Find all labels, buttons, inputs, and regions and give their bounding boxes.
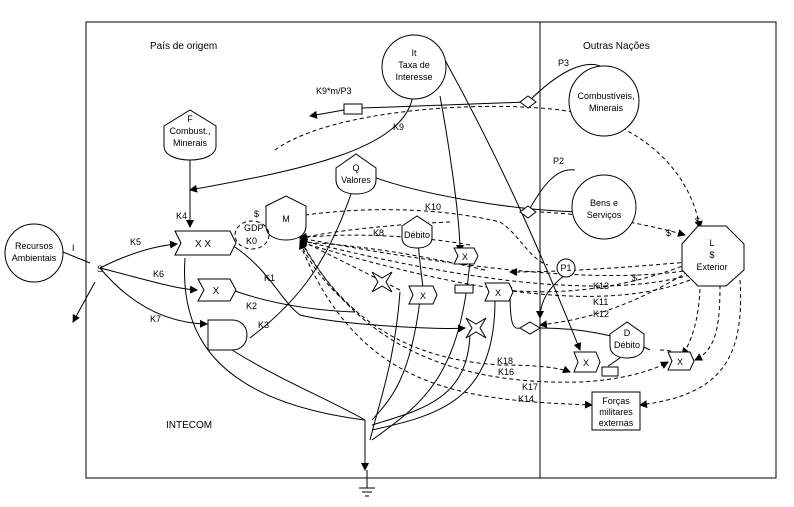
svg-text:Valores: Valores xyxy=(341,175,371,185)
svg-text:F: F xyxy=(187,114,193,124)
label-k11: K11 xyxy=(593,297,608,307)
interaction-x-b: X xyxy=(484,282,514,302)
price-junction-p1 xyxy=(519,321,541,335)
svg-text:X: X xyxy=(420,291,426,301)
label-k7: K7 xyxy=(150,314,161,324)
foreign-military-box: Forças militares externas xyxy=(591,391,641,431)
origin-country-label: País de origem xyxy=(150,41,217,52)
svg-text:M: M xyxy=(282,214,290,224)
fuel-minerals-storage-origin: F Combust., Minerais xyxy=(163,109,217,161)
label-gdp: GDP xyxy=(244,223,264,233)
svg-text:D: D xyxy=(624,328,631,338)
gdp-ellipse xyxy=(234,220,270,250)
fuel-minerals-foreign-source: Combustíveis, Minerais xyxy=(568,65,640,137)
energy-flows xyxy=(62,59,651,471)
svg-text:Minerais: Minerais xyxy=(589,103,624,113)
price-junction-p2 xyxy=(519,205,537,219)
label-k8: K8 xyxy=(373,228,384,238)
svg-text:Minerais: Minerais xyxy=(173,138,208,148)
label-k4: K4 xyxy=(176,211,187,221)
label-s: S xyxy=(97,264,103,274)
other-nations-label: Outras Nações xyxy=(583,41,650,52)
svg-text:X: X xyxy=(583,358,589,368)
label-k10: K10 xyxy=(425,202,441,212)
svg-text:Taxa de: Taxa de xyxy=(398,60,430,70)
label-i: I xyxy=(72,243,75,253)
svg-text:Interesse: Interesse xyxy=(395,72,432,82)
price-p1-source: P1 xyxy=(556,258,576,278)
label-k3: K3 xyxy=(258,320,269,330)
svg-text:X: X xyxy=(495,288,501,298)
svg-text:P1: P1 xyxy=(560,263,571,273)
svg-text:X: X xyxy=(462,252,468,262)
label-k1: K1 xyxy=(264,273,275,283)
label-k9: K9 xyxy=(393,122,404,132)
svg-text:Recursos: Recursos xyxy=(15,241,54,251)
svg-text:X: X xyxy=(677,357,683,367)
sensor-b xyxy=(601,366,619,377)
svg-text:X: X xyxy=(213,286,220,297)
label-dollar-l2: $ xyxy=(666,228,671,238)
label-k0: K0 xyxy=(246,236,257,246)
svg-text:Exterior: Exterior xyxy=(696,262,727,272)
svg-text:externas: externas xyxy=(599,418,634,428)
goods-services-source: Bens e Serviços xyxy=(571,174,637,240)
svg-text:It: It xyxy=(411,48,417,58)
label-k18: K18 xyxy=(497,356,513,366)
interaction-x-d: X xyxy=(573,351,601,373)
environmental-resources-source: Recursos Ambientais xyxy=(4,223,64,283)
svg-text:Combust.,: Combust., xyxy=(169,126,210,136)
svg-text:militares: militares xyxy=(599,407,633,417)
label-p3: P3 xyxy=(558,58,569,68)
label-k5: K5 xyxy=(130,237,141,247)
interest-rate-source: It Taxa de Interesse xyxy=(381,34,447,100)
label-k13: K13 xyxy=(593,281,609,291)
label-p2: P2 xyxy=(553,156,564,166)
interaction-x-c: X xyxy=(453,247,479,265)
debt-storage-origin: Débito xyxy=(401,215,433,249)
svg-text:L: L xyxy=(709,238,714,248)
svg-text:X X: X X xyxy=(195,239,211,250)
svg-text:Q: Q xyxy=(352,163,359,173)
label-k12: K12 xyxy=(593,309,609,319)
switch-star-a xyxy=(371,271,393,293)
label-k16: K16 xyxy=(498,367,514,377)
label-dollar-l1: $ xyxy=(695,216,700,226)
debt-storage-foreign: D Débito xyxy=(609,321,645,359)
label-k2: K2 xyxy=(246,301,257,311)
interaction-xx: X X xyxy=(174,230,237,256)
svg-text:Combustíveis,: Combustíveis, xyxy=(577,91,634,101)
sensor-k9 xyxy=(343,103,363,115)
interaction-x-a: X xyxy=(408,285,438,305)
intecom-label: INTECOM xyxy=(166,420,212,431)
system-boundary xyxy=(85,21,777,479)
label-k17: K17 xyxy=(522,382,538,392)
sensor-a xyxy=(454,284,474,294)
svg-text:Serviços: Serviços xyxy=(587,210,622,220)
interaction-x-e: X xyxy=(667,351,695,371)
price-junction-p3 xyxy=(519,95,537,109)
label-dollar-m: $ xyxy=(254,209,259,219)
heat-sink-ground-icon xyxy=(359,470,375,497)
label-k9p3: K9*m/P3 xyxy=(316,86,352,96)
svg-text:Bens e: Bens e xyxy=(590,198,618,208)
label-dollar-k13: $ xyxy=(632,273,637,283)
foreign-money-storage: L $ Exterior xyxy=(681,225,745,287)
production-gate-k7 xyxy=(207,319,248,351)
svg-text:Forças: Forças xyxy=(602,396,630,406)
label-k14: K14 xyxy=(518,394,534,404)
label-k6: K6 xyxy=(153,269,164,279)
svg-text:$: $ xyxy=(709,250,714,260)
interaction-x-k6: X xyxy=(197,278,237,302)
switch-star-b xyxy=(465,317,487,339)
svg-text:Débito: Débito xyxy=(614,340,640,350)
money-storage: M xyxy=(265,195,307,241)
svg-text:Débito: Débito xyxy=(404,230,430,240)
values-storage: Q Valores xyxy=(335,153,377,195)
svg-text:Ambientais: Ambientais xyxy=(12,253,57,263)
